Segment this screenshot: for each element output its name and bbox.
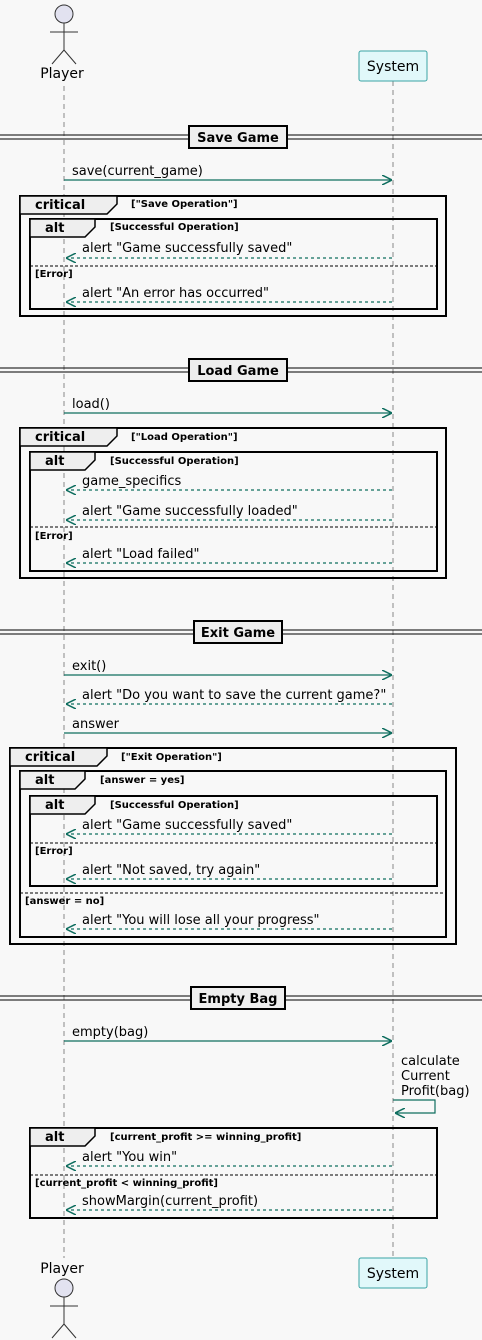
player-label-top: Player — [40, 66, 84, 82]
svg-text:[Error]: [Error] — [35, 531, 73, 542]
svg-text:[Successful Operation]: [Successful Operation] — [110, 222, 239, 233]
save-error-label: alert "An error has occurred" — [82, 286, 269, 301]
player-actor-bottom — [50, 1278, 78, 1339]
exit-answer-label: answer — [72, 717, 120, 732]
svg-text:[Error]: [Error] — [35, 269, 73, 280]
svg-text:Empty Bag: Empty Bag — [199, 992, 278, 1007]
load-critical-fragment: critical ["Load Operation"] — [19, 427, 447, 579]
divider-empty: Empty Bag — [0, 986, 482, 1010]
self-call-label-line2: Current — [401, 1069, 450, 1084]
svg-text:[answer = yes]: [answer = yes] — [100, 775, 185, 786]
exit-critical-fragment: critical ["Exit Operation"] — [9, 747, 457, 945]
load-call-label: load() — [72, 397, 110, 412]
svg-text:[answer = no]: [answer = no] — [25, 896, 104, 907]
svg-text:["Save Operation"]: ["Save Operation"] — [131, 199, 238, 210]
svg-text:[Successful Operation]: [Successful Operation] — [110, 456, 239, 467]
svg-text:alt: alt — [45, 1130, 64, 1145]
svg-text:["Load Operation"]: ["Load Operation"] — [131, 432, 238, 443]
self-call-arrow — [393, 1099, 436, 1113]
load-specifics-label: game_specifics — [82, 474, 181, 489]
save-call-label: save(current_game) — [72, 164, 203, 179]
svg-text:["Exit Operation"]: ["Exit Operation"] — [121, 752, 222, 763]
svg-text:alt: alt — [35, 773, 54, 788]
save-alt-fragment: alt [Successful Operation] [Error] — [29, 218, 438, 310]
exit-no-label: alert "You will lose all your progress" — [82, 913, 320, 928]
svg-text:Save Game: Save Game — [197, 131, 279, 146]
empty-margin-label: showMargin(current_profit) — [82, 1194, 258, 1209]
player-label-bottom: Player — [40, 1261, 84, 1277]
load-alt-fragment: alt [Successful Operation] [Error] — [29, 451, 438, 572]
empty-alt-fragment: alt [current_profit >= winning_profit] [… — [29, 1127, 438, 1219]
svg-text:[current_profit < winning_prof: [current_profit < winning_profit] — [35, 1178, 218, 1189]
empty-call-label: empty(bag) — [72, 1025, 148, 1040]
svg-text:critical: critical — [35, 430, 85, 445]
svg-text:Exit Game: Exit Game — [201, 626, 275, 641]
exit-outer-alt-fragment: alt [answer = yes] [answer = no] — [19, 770, 447, 938]
svg-text:[Error]: [Error] — [35, 846, 73, 857]
load-error-label: alert "Load failed" — [82, 547, 199, 562]
exit-call-label: exit() — [72, 659, 106, 674]
divider-load: Load Game — [0, 358, 482, 382]
svg-text:[current_profit >= winning_pro: [current_profit >= winning_profit] — [110, 1132, 301, 1143]
divider-save: Save Game — [0, 125, 482, 149]
exit-error-label: alert "Not saved, try again" — [82, 863, 260, 878]
system-box-top — [358, 50, 428, 82]
system-label-top: System — [367, 59, 419, 75]
divider-exit: Exit Game — [0, 620, 482, 644]
save-critical-fragment: critical ["Save Operation"] — [19, 195, 447, 317]
exit-prompt-label: alert "Do you want to save the current g… — [82, 688, 386, 703]
svg-text:Load Game: Load Game — [197, 364, 279, 379]
exit-inner-alt-fragment: alt [Successful Operation] [Error] — [29, 795, 438, 887]
svg-text:alt: alt — [45, 221, 64, 236]
player-actor-top — [50, 4, 78, 65]
load-success-label: alert "Game successfully loaded" — [82, 504, 298, 519]
svg-text:critical: critical — [35, 198, 85, 213]
save-success-label: alert "Game successfully saved" — [82, 241, 292, 256]
svg-text:[Successful Operation]: [Successful Operation] — [110, 800, 239, 811]
svg-text:alt: alt — [45, 798, 64, 813]
svg-text:critical: critical — [25, 750, 75, 765]
svg-text:alt: alt — [45, 454, 64, 469]
self-call-label-line3: Profit(bag) — [401, 1084, 470, 1099]
exit-success-label: alert "Game successfully saved" — [82, 818, 292, 833]
system-label-bottom: System — [367, 1266, 419, 1282]
empty-win-label: alert "You win" — [82, 1150, 177, 1165]
system-box-bottom — [358, 1257, 428, 1289]
self-call-label-line1: calculate — [401, 1054, 460, 1069]
